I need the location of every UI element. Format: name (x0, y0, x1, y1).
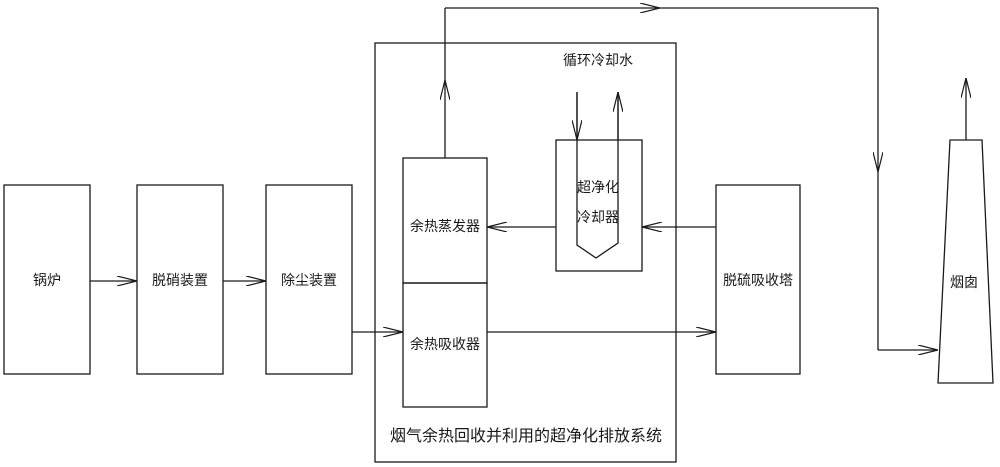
ultra-clean-cooler-box (555, 139, 643, 272)
denitration-box (136, 184, 224, 375)
chimney-label: 烟囱 (950, 275, 978, 291)
chimney-shape (937, 139, 994, 384)
desulfurization-absorber-box (715, 184, 801, 375)
system-name-label: 烟气余热回收并利用的超净化排放系统 (390, 426, 662, 445)
dust-removal-box (265, 184, 353, 375)
cooler-label-line2: 冷却器 (577, 210, 619, 226)
waste-heat-evaporator-label: 余热蒸发器 (410, 218, 480, 235)
cooler-label-line1: 超净化 (577, 180, 619, 196)
denitration-label: 脱硝装置 (152, 273, 208, 289)
waste-heat-absorber-label: 余热吸收器 (410, 336, 480, 353)
desulfurization-absorber-label: 脱硫吸收塔 (723, 273, 793, 289)
boiler-label: 锅炉 (33, 273, 61, 289)
cooler-u-tube (576, 92, 619, 259)
system-boundary (374, 42, 677, 463)
boiler-box (3, 184, 91, 375)
circulating-cooling-water-label: 循环冷却水 (563, 53, 633, 69)
dust-removal-label: 除尘装置 (281, 273, 337, 289)
waste-heat-absorber-box (402, 282, 488, 408)
